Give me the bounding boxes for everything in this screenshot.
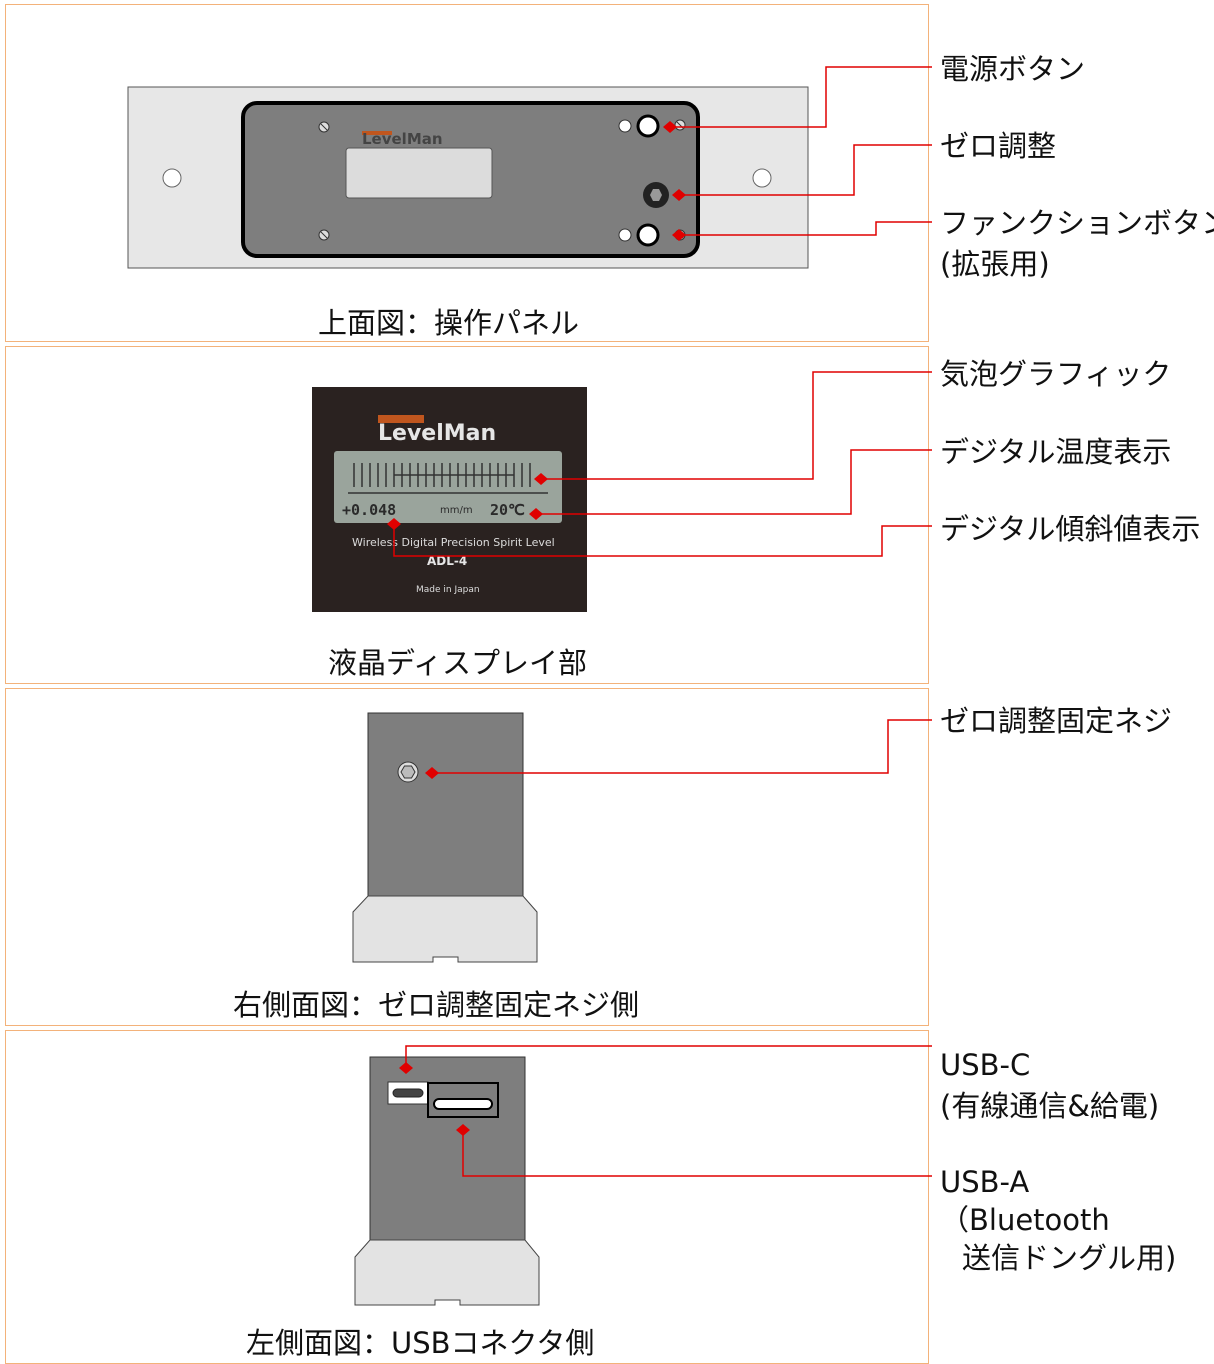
label-usb-a-note1: （Bluetooth (940, 1203, 1110, 1237)
lcd-temp: 20℃ (490, 501, 525, 519)
label-digital-tilt: デジタル傾斜値表示 (940, 512, 1201, 546)
caption-top-view: 上面図：操作パネル (318, 306, 580, 340)
label-function-button: ファンクションボタン (940, 206, 1214, 240)
label-usb-a: USB-A (940, 1165, 1030, 1199)
label-zero-adjust: ゼロ調整 (940, 129, 1057, 163)
label-digital-temp: デジタル温度表示 (940, 435, 1172, 469)
lcd-brand: LevelMan (378, 421, 497, 446)
label-power-button: 電源ボタン (940, 52, 1086, 86)
lcd-origin: Made in Japan (416, 585, 480, 595)
lcd-model: ADL-4 (427, 554, 468, 568)
caption-right-side: 右側面図：ゼロ調整固定ネジ側 (233, 988, 640, 1022)
label-usb-c: USB-C (940, 1048, 1031, 1082)
caption-left-side: 左側面図：USBコネクタ側 (246, 1326, 595, 1360)
lcd-unit: mm/m (440, 505, 473, 516)
lcd-screen (334, 451, 562, 523)
label-usb-a-note2: 送信ドングル用) (962, 1241, 1177, 1275)
lcd-tilt-value: +0.048 (342, 501, 397, 519)
panel-brand-logo: LevelMan (362, 130, 443, 148)
caption-lcd-view: 液晶ディスプレイ部 (328, 646, 587, 680)
lcd-brand-bar (378, 415, 424, 423)
label-usb-c-note: (有線通信&給電) (940, 1089, 1160, 1123)
label-function-button-note: (拡張用) (940, 247, 1050, 281)
label-bubble-graphic: 気泡グラフィック (940, 357, 1172, 391)
label-zero-lock-screw: ゼロ調整固定ネジ (940, 704, 1173, 738)
lcd-bubble-graphic (348, 463, 548, 494)
